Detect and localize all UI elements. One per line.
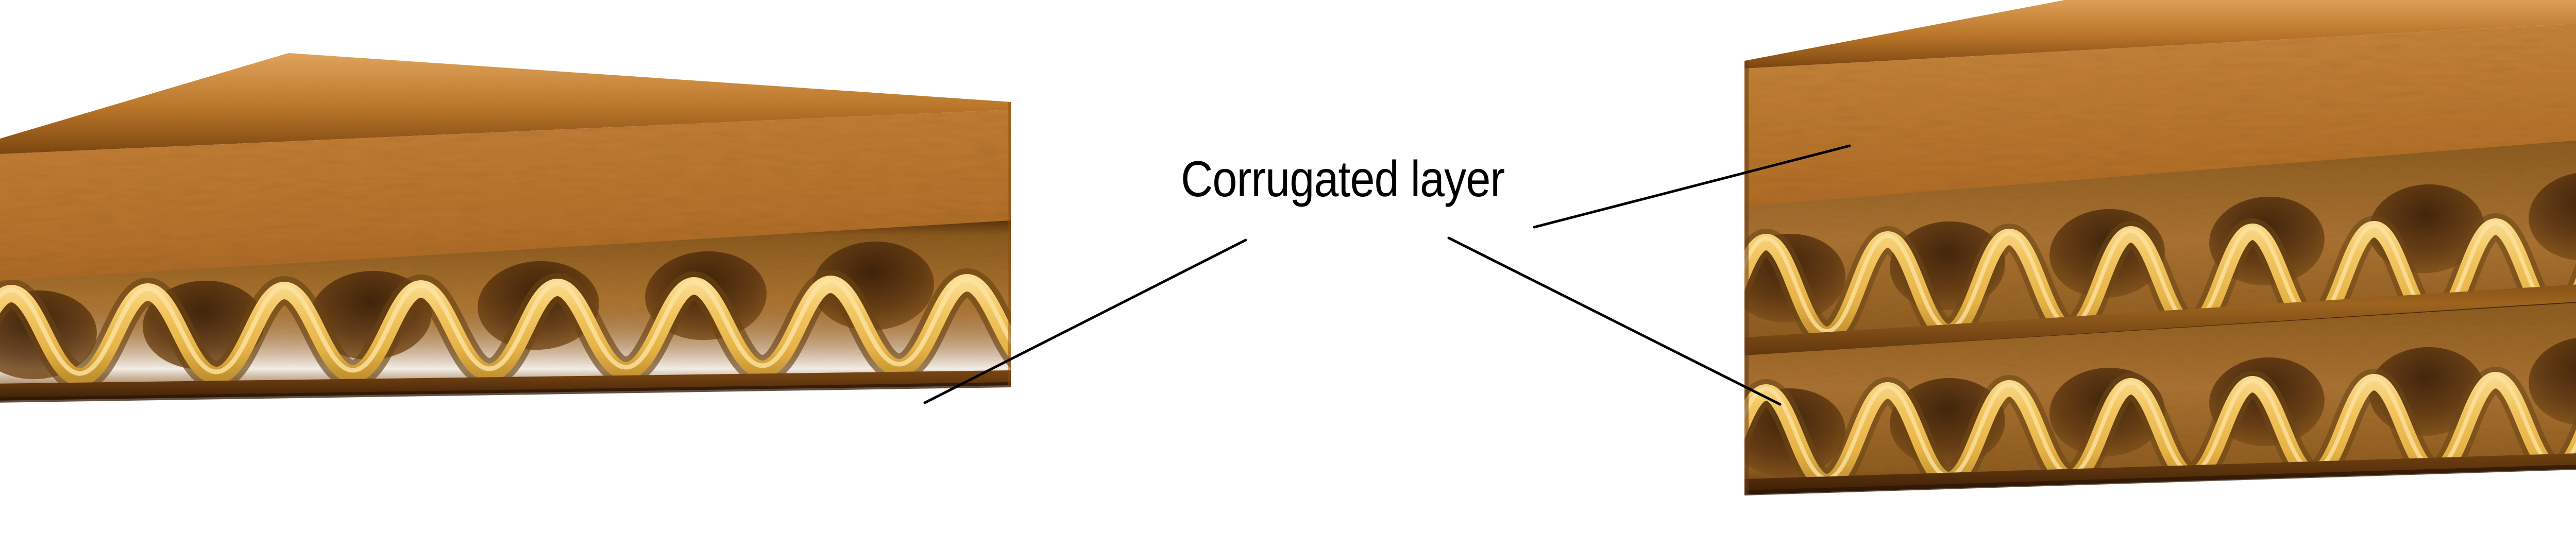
double-wall-top-liner <box>1744 23 2576 206</box>
double-wall-middle-liner <box>1744 284 2576 361</box>
single-wall-right-edge <box>1008 102 1011 387</box>
leader-lines <box>923 144 1851 406</box>
single-wall-bottom-liner <box>0 370 1011 401</box>
single-wall-top-liner <box>0 110 1011 283</box>
double-wall-bottom-edge <box>1744 465 2576 495</box>
double-wall-board <box>1744 0 2576 495</box>
leader-to-double-wall-lower-flute <box>1447 236 1782 406</box>
double-wall-left-edge <box>1744 61 1749 494</box>
leader-to-single-wall-flute <box>923 238 1247 404</box>
corrugated-layer-label: Corrugated layer <box>1181 150 1505 207</box>
single-wall-board <box>0 53 1011 403</box>
leader-to-double-wall-upper-flute <box>1533 144 1851 229</box>
single-wall-flute-highlight <box>0 277 1011 378</box>
single-wall-top-surface <box>0 53 1011 155</box>
double-wall-top-surface <box>1744 0 2576 69</box>
single-wall-bottom-edge <box>0 382 1011 403</box>
